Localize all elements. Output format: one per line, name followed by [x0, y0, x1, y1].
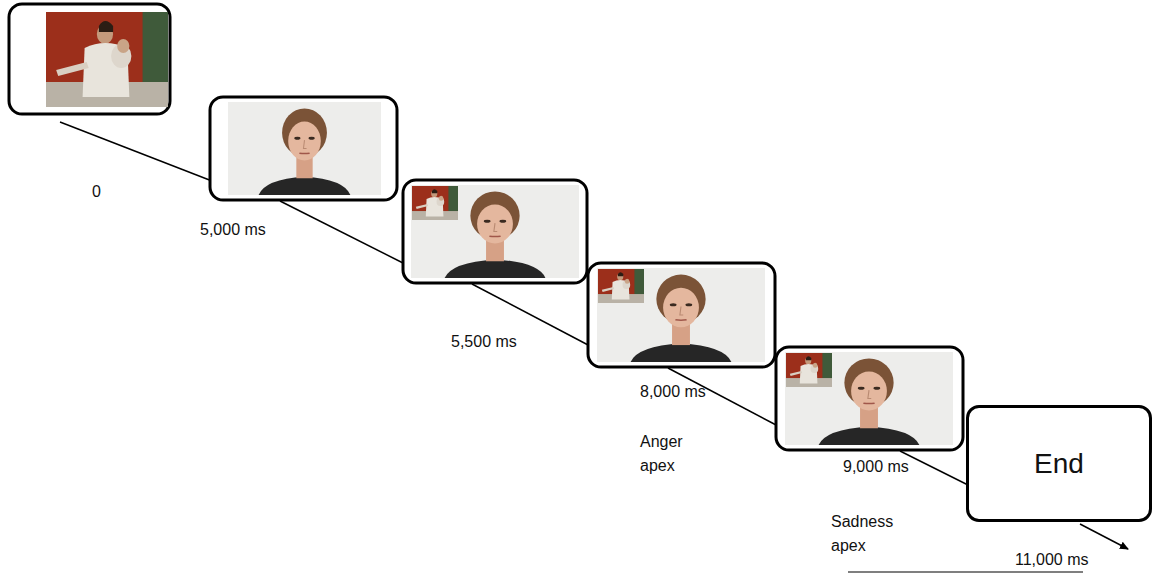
time-label: 0 [92, 180, 101, 204]
time-label: Anger apex [640, 430, 692, 478]
time-label: Sadness apex [831, 510, 906, 558]
node-text: End [1034, 448, 1084, 480]
time-label: 9,000 ms [843, 455, 909, 479]
time-label: 11,000 ms [1015, 548, 1089, 572]
time-label: 5,500 ms [451, 330, 517, 354]
time-label: 8,000 ms [640, 380, 706, 404]
end-box: End [966, 405, 1152, 522]
time-label: 5,000 ms [200, 218, 266, 242]
